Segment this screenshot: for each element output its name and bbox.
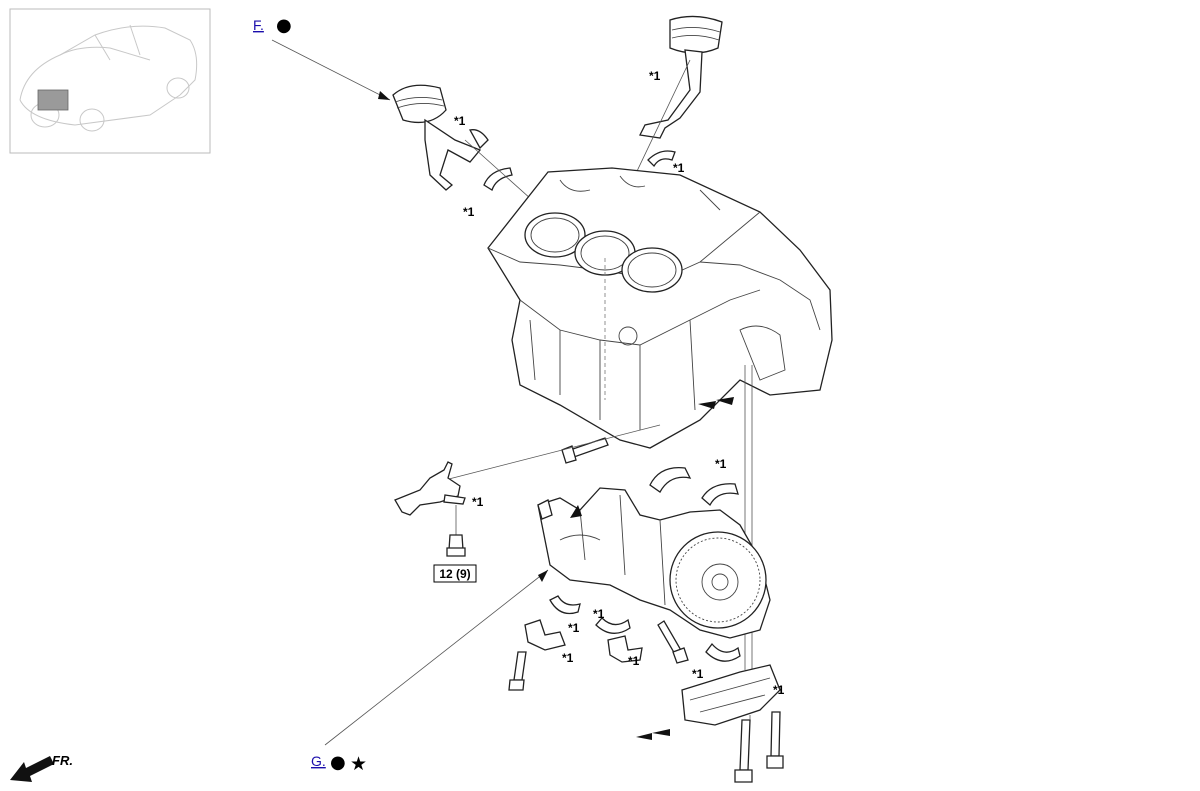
front-arrow-icon	[10, 756, 54, 782]
link-g[interactable]: G.	[311, 753, 326, 769]
crank-arrow	[570, 505, 582, 518]
callout-cap-mid: *1	[628, 654, 640, 668]
main-bearing-cap-rear	[681, 664, 781, 726]
alignment-arrows-block	[698, 397, 734, 409]
main-bearing-upper-2	[701, 483, 739, 507]
front-direction-indicator: FR.	[10, 753, 73, 782]
cap-bolt-rear-2	[766, 711, 784, 769]
piston-top	[639, 15, 723, 139]
link-group-f: F. ●	[253, 15, 292, 36]
callout-main-bearing-upper: *1	[715, 457, 727, 471]
main-bearing-lower-3	[705, 642, 741, 662]
torque-spec: 12 (9)	[439, 567, 470, 581]
callout-cap-rear: *1	[773, 683, 785, 697]
callout-cap-left: *1	[562, 651, 574, 665]
callout-oil-jet: *1	[472, 495, 484, 509]
main-bearing-lower-2	[595, 617, 631, 634]
block-bolt	[561, 437, 609, 464]
cap-bolt-mid	[657, 620, 689, 664]
piston-left	[392, 84, 489, 191]
dot-symbol-g: ●	[330, 752, 346, 773]
dot-symbol-f: ●	[276, 15, 292, 36]
cylinder-block	[487, 167, 833, 449]
link-group-g: G. ● ★	[311, 752, 367, 775]
main-bearing-lower-1	[549, 595, 581, 615]
front-label: FR.	[52, 753, 73, 768]
callout-bearing-left: *1	[463, 205, 475, 219]
star-symbol-g: ★	[350, 753, 367, 775]
torque-spec-box: 12 (9)	[433, 564, 477, 583]
bearing-shell-upper-top	[647, 150, 676, 168]
crankshaft	[537, 487, 771, 639]
alignment-arrows-cap	[636, 729, 670, 740]
vehicle-locator-thumbnail	[9, 8, 211, 154]
cap-bolt-rear-1	[734, 719, 753, 783]
callout-piston-left: *1	[454, 114, 466, 128]
callout-lower-shell-3: *1	[692, 667, 704, 681]
bearing-shell-upper-left	[483, 167, 513, 191]
callout-lower-shell-1: *1	[568, 621, 580, 635]
callout-piston-top: *1	[649, 69, 661, 83]
cap-bolt-left	[508, 651, 527, 691]
callout-bearing-top: *1	[673, 161, 685, 175]
callouts: *1 *1 *1 *1 *1 *1 *1 *1 *1 *1 *1 *1	[454, 69, 785, 697]
bearing-cap-mid	[607, 635, 643, 663]
link-f[interactable]: F.	[253, 17, 264, 33]
main-bearing-upper-1	[649, 466, 692, 493]
callout-lower-shell-2: *1	[593, 607, 605, 621]
bearing-cap-left	[524, 619, 566, 651]
oil-jet	[394, 461, 466, 516]
oil-jet-bolt	[446, 534, 466, 557]
